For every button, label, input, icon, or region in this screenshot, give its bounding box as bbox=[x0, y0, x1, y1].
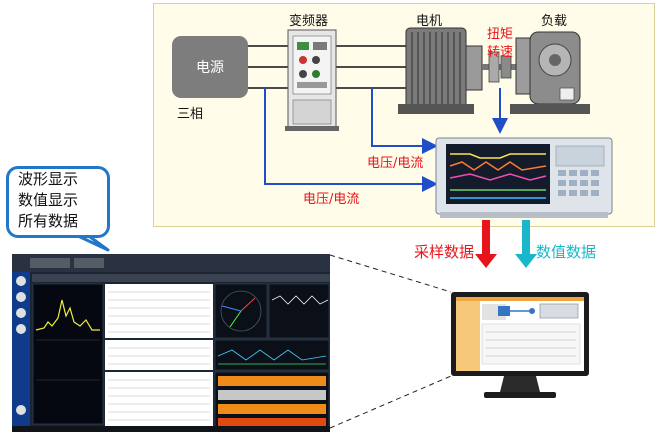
inverter-cabinet bbox=[285, 29, 339, 131]
load-label: 负载 bbox=[541, 14, 568, 29]
callout-pointer bbox=[77, 232, 110, 252]
signal-lines bbox=[264, 88, 508, 192]
software-screen bbox=[12, 254, 330, 432]
sampling-data-label: 采样数据 bbox=[414, 243, 475, 261]
motor-label: 电机 bbox=[416, 14, 443, 29]
speed-label: 转速 bbox=[487, 45, 514, 60]
zoom-lines bbox=[329, 254, 452, 429]
callout-bubble: 波形显示 数值显示 所有数据 bbox=[6, 166, 110, 238]
torque-label: 扭矩 bbox=[487, 27, 514, 42]
voltage-current-label-1: 电压/电流 bbox=[367, 156, 424, 171]
power-analyzer bbox=[435, 137, 613, 218]
pc-monitor bbox=[451, 292, 589, 398]
power-source-label: 电源 bbox=[196, 60, 224, 76]
callout-line-3: 所有数据 bbox=[18, 212, 79, 230]
numeric-data-label: 数值数据 bbox=[536, 243, 597, 261]
callout-line-2: 数值显示 bbox=[18, 191, 79, 209]
three-phase-label: 三相 bbox=[177, 107, 204, 122]
motor-body bbox=[398, 27, 483, 114]
shaft-and-sensor bbox=[482, 51, 528, 83]
power-source-box: 电源 bbox=[172, 36, 248, 98]
data-arrows bbox=[475, 220, 537, 268]
callout-line-1: 波形显示 bbox=[18, 170, 79, 188]
inverter-label: 变频器 bbox=[289, 14, 329, 29]
load-machine bbox=[510, 31, 590, 114]
voltage-current-label-2: 电压/电流 bbox=[303, 192, 360, 207]
